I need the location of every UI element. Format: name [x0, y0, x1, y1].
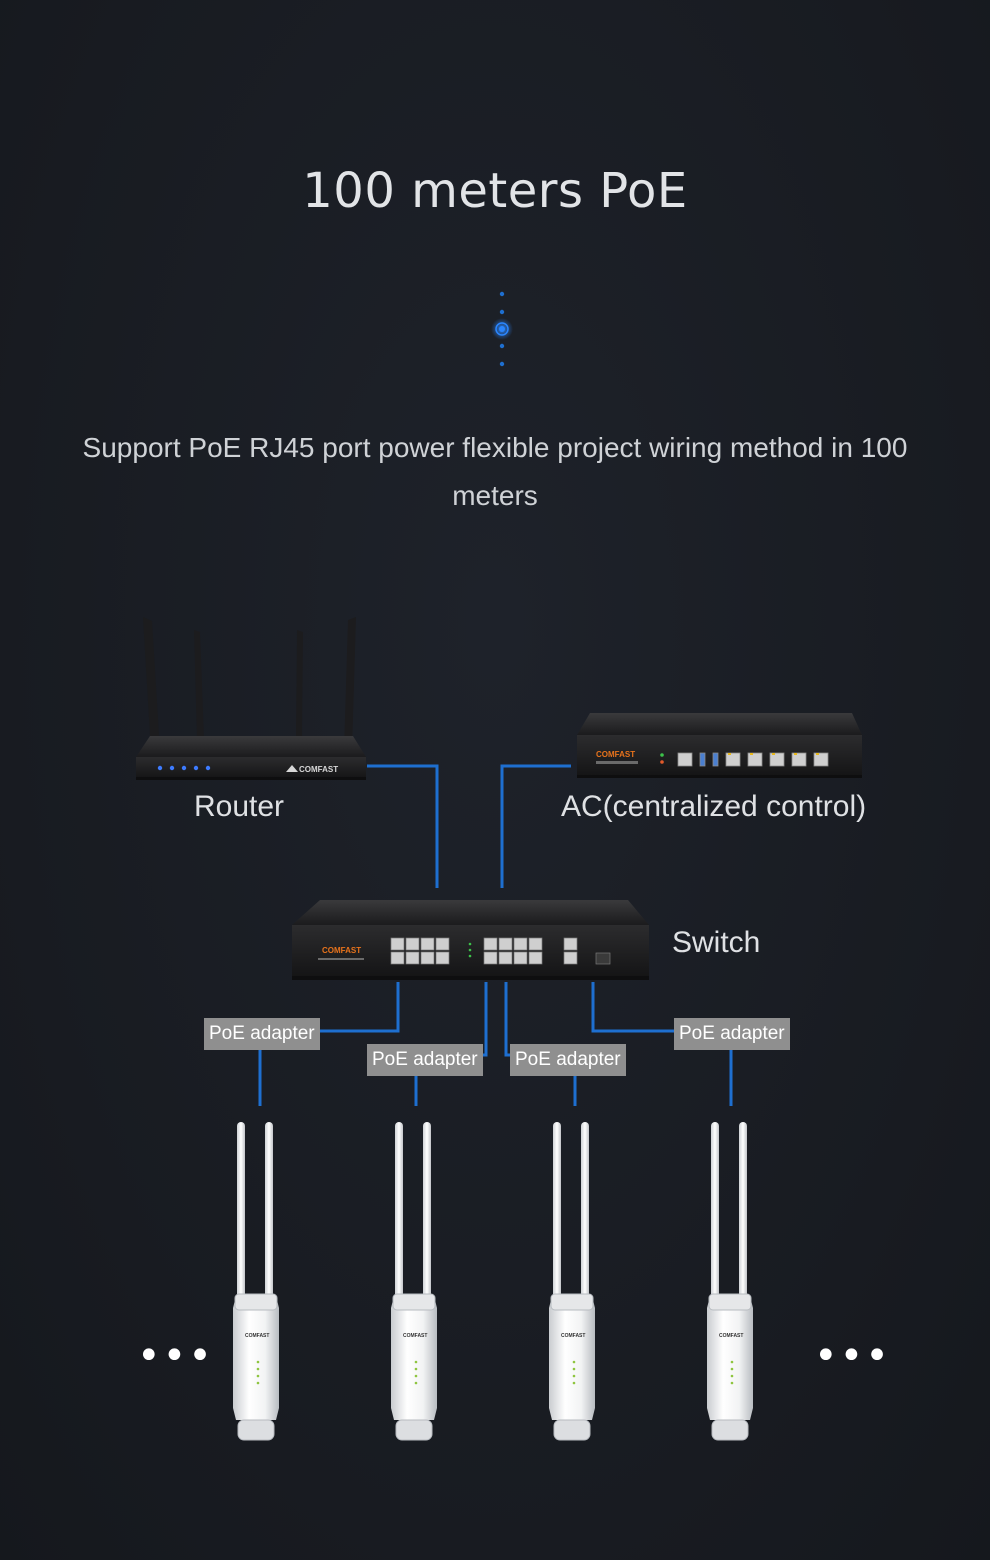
poe-adapter-label-3: PoE adapter: [510, 1044, 626, 1076]
svg-text:COMFAST: COMFAST: [561, 1333, 585, 1339]
access-point-icon-2: COMFAST: [391, 1122, 437, 1441]
svg-text:COMFAST: COMFAST: [719, 1333, 743, 1339]
more-left-ellipsis: •••: [137, 1333, 214, 1379]
divider-dots-icon: [491, 291, 513, 367]
svg-text:COMFAST: COMFAST: [403, 1333, 427, 1339]
more-right-ellipsis: •••: [814, 1333, 891, 1379]
svg-text:COMFAST: COMFAST: [245, 1333, 269, 1339]
page-subtitle: Support PoE RJ45 port power flexible pro…: [82, 432, 908, 511]
ac-to-switch-line: [500, 764, 571, 888]
switch-to-adapter-4-line: [591, 982, 676, 1033]
switch-label: Switch: [672, 926, 761, 959]
access-point-icon-3: COMFAST: [549, 1122, 595, 1441]
access-point-icon-1: COMFAST: [233, 1122, 279, 1441]
ac-controller-icon: COMFAST: [577, 713, 862, 778]
poe-adapter-label-4: PoE adapter: [674, 1018, 790, 1050]
poe-adapter-label-1: PoE adapter: [204, 1018, 320, 1050]
ac-label: AC(centralized control): [561, 790, 867, 823]
access-point-icon-4: COMFAST: [707, 1122, 753, 1441]
svg-text:COMFAST: COMFAST: [322, 946, 361, 955]
page-title: 100 meters PoE: [302, 163, 688, 219]
svg-text:COMFAST: COMFAST: [299, 765, 338, 774]
router-icon: COMFAST: [136, 617, 366, 780]
svg-text:COMFAST: COMFAST: [596, 750, 635, 759]
switch-to-adapter-1-line: [317, 982, 400, 1033]
poe-adapter-label-2: PoE adapter: [367, 1044, 483, 1076]
router-to-switch-line: [367, 764, 439, 888]
router-label: Router: [194, 790, 285, 823]
switch-icon: COMFAST: [292, 900, 649, 980]
